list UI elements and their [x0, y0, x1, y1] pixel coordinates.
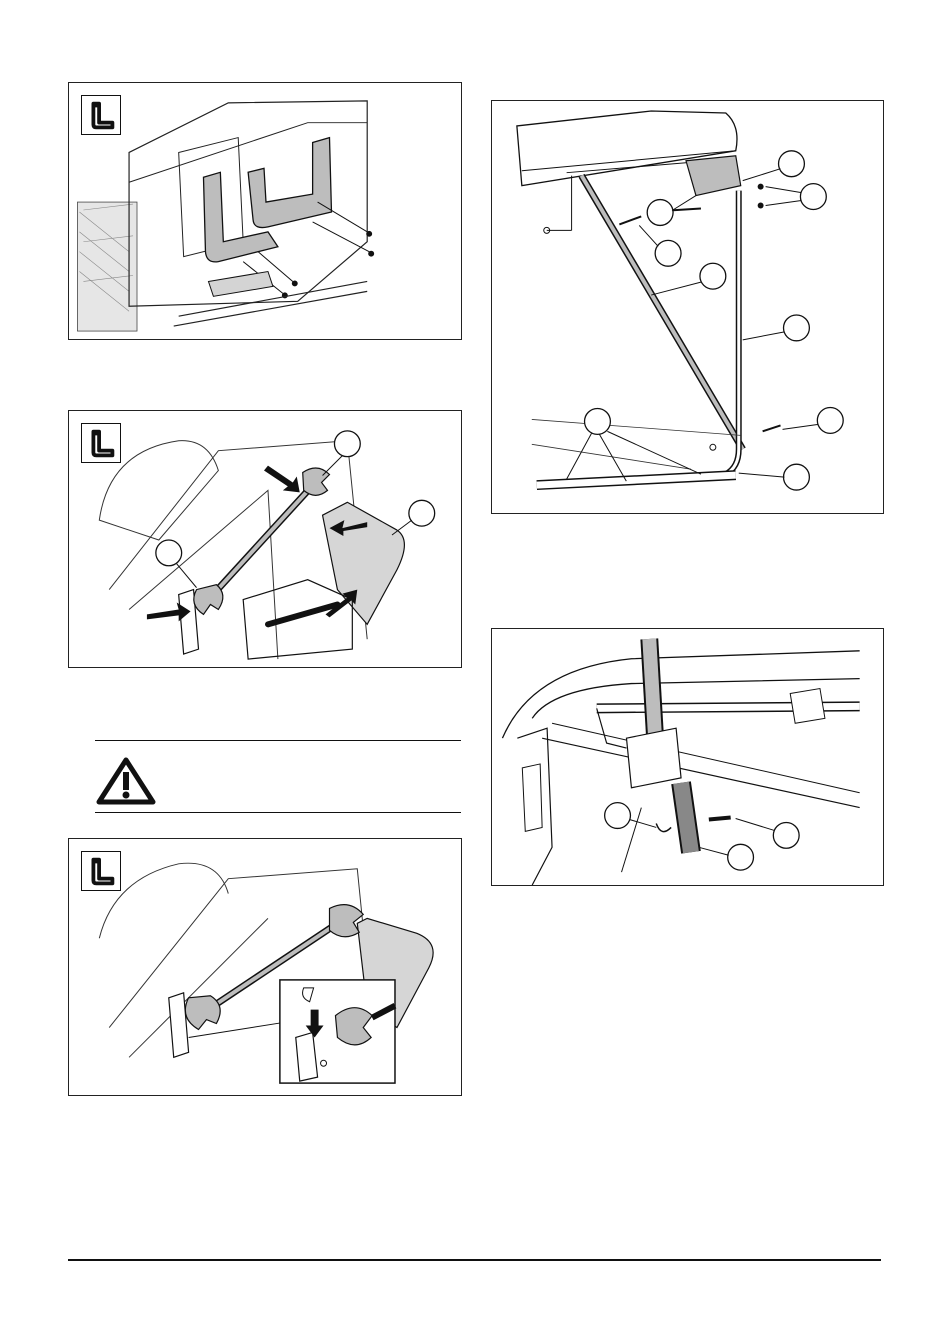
handle-pin-illustration — [492, 629, 883, 885]
wrench-secure-illustration — [69, 839, 461, 1095]
figure-wrench-secure — [68, 838, 462, 1096]
bracket-mount-illustration — [69, 83, 461, 339]
figure-bracket-mount — [68, 82, 462, 340]
tool-icon — [81, 95, 121, 135]
figure-handle-pin — [491, 628, 884, 886]
figure-wrench-fit — [68, 410, 462, 668]
footer-rule — [68, 1259, 881, 1261]
warning-bottom-rule — [95, 812, 461, 813]
wrench-fit-illustration — [69, 411, 461, 667]
collector-frame-illustration — [492, 101, 883, 513]
warning-triangle-icon — [95, 756, 157, 806]
tool-icon — [81, 851, 121, 891]
warning-top-rule — [95, 740, 461, 741]
figure-collector-frame — [491, 100, 884, 514]
tool-icon — [81, 423, 121, 463]
